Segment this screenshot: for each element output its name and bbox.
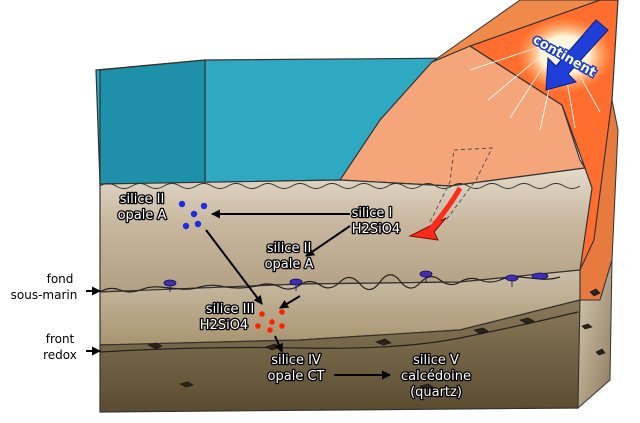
burrow-icon: [163, 279, 177, 292]
burrow-icon: [419, 270, 433, 283]
label-silice-IV: silice IV: [271, 353, 321, 368]
labels: silice I H2SiO4 silice II opale A silice…: [11, 191, 473, 402]
burrow-icon: [505, 274, 519, 287]
label-silice-V-mineral: (quartz): [410, 385, 462, 400]
burrow-icon: [289, 278, 303, 291]
sediment-front: [99, 269, 581, 413]
label-silice-IV-phase: opale CT: [268, 369, 325, 384]
sediment-surface: [99, 147, 593, 293]
label-silice-V-phase: calcédoine: [401, 369, 471, 384]
label-silice-II-left: silice II: [120, 192, 165, 207]
process-arrows: [86, 209, 391, 380]
label-silice-II-center-phase: opale A: [265, 257, 314, 272]
silica-III-dots: [255, 309, 285, 333]
silica-II-dots: [178, 200, 208, 230]
chert-nodules: [147, 317, 535, 390]
block-side: [577, 99, 619, 410]
label-fond: fond: [47, 272, 74, 286]
continent-arrow-icon: [545, 19, 609, 91]
label-silice-II-left-phase: opale A: [118, 208, 167, 223]
label-silice-III-formula: H2SiO4: [200, 318, 248, 333]
label-sous-marin: sous-marin: [11, 288, 78, 302]
label-silice-I-formula: H2SiO4: [352, 222, 400, 237]
burrows: [163, 270, 549, 292]
continent-slope: continent: [338, 0, 619, 271]
label-silice-I: silice I: [352, 206, 393, 221]
label-front: front: [46, 332, 75, 346]
label-silice-II-center: silice II: [267, 241, 312, 256]
label-silice-III: silice III: [206, 302, 254, 317]
burrow-icon: [531, 272, 549, 280]
label-redox: redox: [43, 348, 77, 362]
label-silice-V: silice V: [413, 353, 459, 368]
